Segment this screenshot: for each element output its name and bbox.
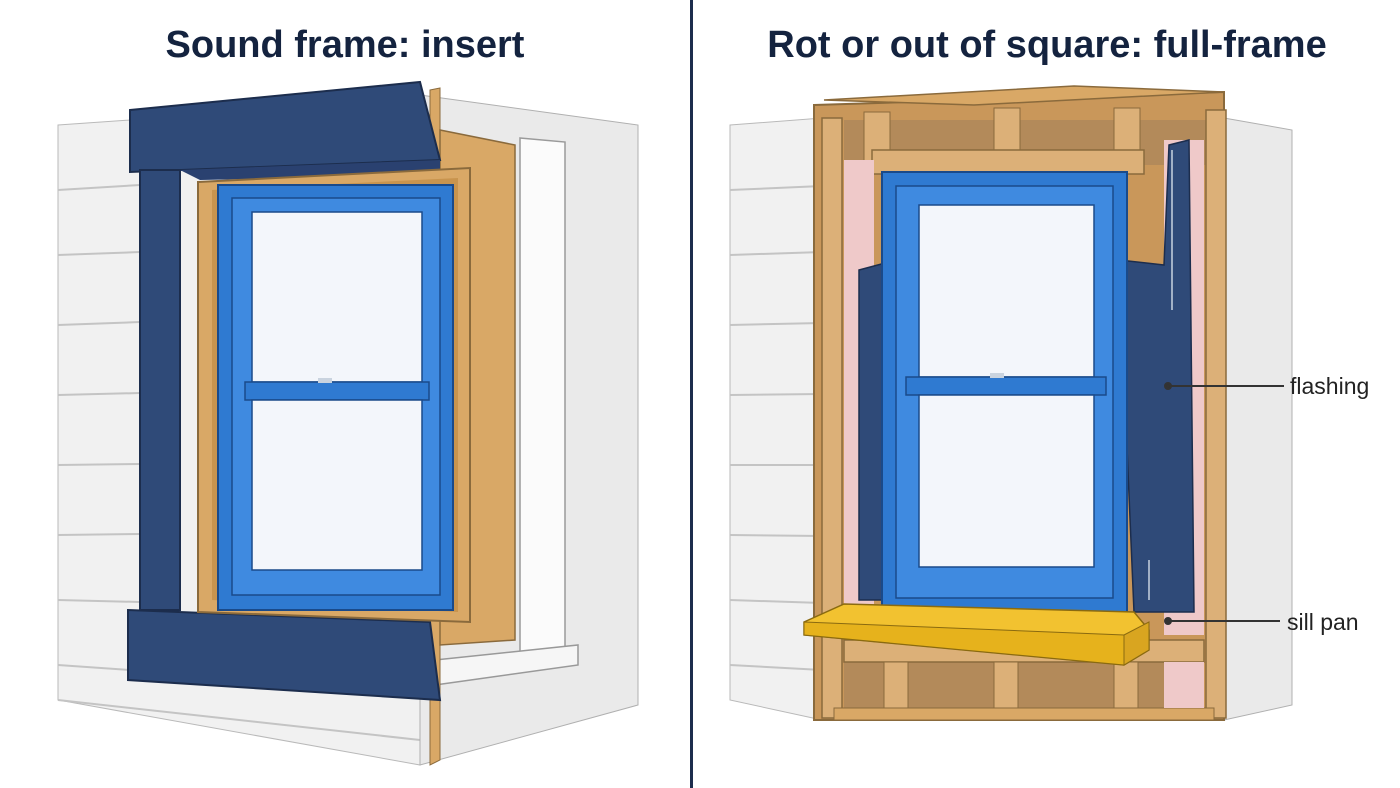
left-stud bbox=[821, 117, 843, 719]
side-wall-right bbox=[1223, 117, 1293, 721]
meeting-rail bbox=[244, 381, 430, 401]
insert-window bbox=[217, 184, 454, 611]
side-casing bbox=[519, 137, 566, 653]
upper-glass-right bbox=[918, 204, 1095, 378]
panel-divider bbox=[690, 0, 693, 788]
lower-glass-right bbox=[918, 394, 1095, 568]
right-stud bbox=[1205, 109, 1227, 719]
sash-lock-right bbox=[990, 373, 1004, 378]
header bbox=[871, 149, 1145, 175]
sill-pan bbox=[803, 603, 1150, 666]
meeting-rail-right bbox=[905, 376, 1107, 396]
sill-pan-leader-dot bbox=[1164, 617, 1172, 625]
exterior-trim bbox=[127, 80, 442, 702]
lower-glass bbox=[251, 399, 423, 571]
full-frame-illustration bbox=[694, 0, 1400, 788]
flashing-leader-dot bbox=[1164, 382, 1172, 390]
sill-pan-label: sill pan bbox=[1287, 609, 1359, 635]
callout-leaders bbox=[1164, 382, 1284, 625]
sash-lock bbox=[318, 378, 332, 383]
left-panel-title: Sound frame: insert bbox=[165, 24, 525, 66]
right-panel-title: Rot or out of square: full-frame bbox=[767, 24, 1327, 66]
insert-window-svg bbox=[57, 80, 639, 766]
insert-window-illustration bbox=[0, 0, 690, 788]
flashing-label: flashing bbox=[1290, 373, 1370, 399]
full-frame-svg bbox=[729, 85, 1293, 721]
upper-glass bbox=[251, 211, 423, 383]
replacement-window bbox=[881, 171, 1128, 613]
